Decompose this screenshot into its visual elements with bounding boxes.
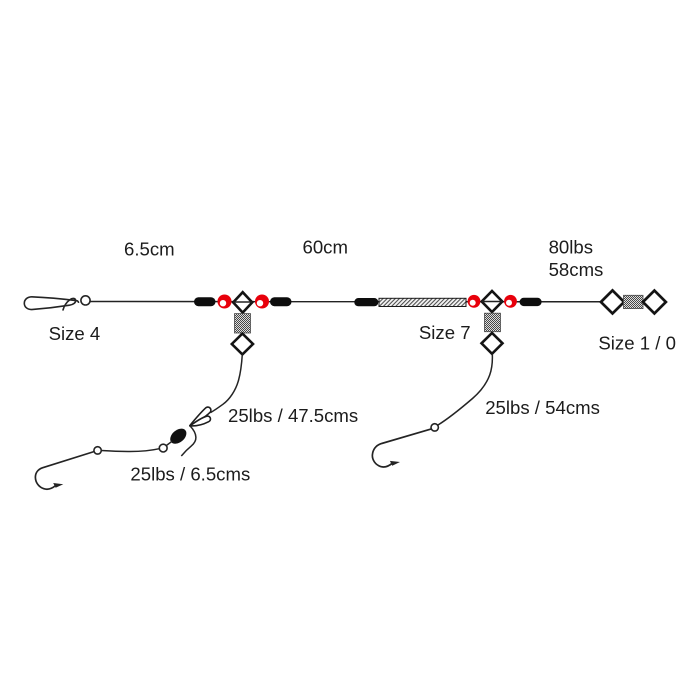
svg-text:25lbs / 54cms: 25lbs / 54cms — [485, 397, 600, 418]
svg-text:Size 4: Size 4 — [49, 323, 101, 344]
svg-text:Size 7: Size 7 — [419, 322, 471, 343]
svg-text:80lbs: 80lbs — [549, 237, 593, 258]
svg-text:25lbs / 6.5cms: 25lbs / 6.5cms — [130, 464, 250, 485]
svg-text:Size 1 / 0: Size 1 / 0 — [598, 333, 676, 354]
svg-text:60cm: 60cm — [303, 236, 348, 257]
svg-text:25lbs / 47.5cms: 25lbs / 47.5cms — [228, 405, 358, 426]
svg-text:6.5cm: 6.5cm — [124, 238, 175, 259]
svg-text:58cms: 58cms — [549, 259, 604, 280]
